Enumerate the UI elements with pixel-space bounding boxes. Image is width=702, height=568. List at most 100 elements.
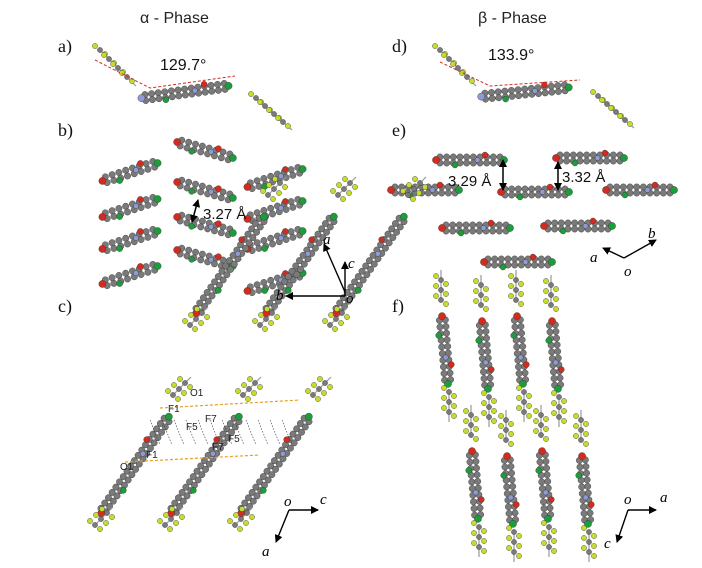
atom: [482, 359, 489, 366]
atom: [391, 220, 399, 227]
atom: [339, 310, 345, 316]
atom: [133, 270, 139, 276]
panel-d-label: d): [392, 36, 407, 56]
atom: [110, 176, 118, 184]
atom: [486, 374, 494, 382]
atom: [211, 152, 218, 160]
atom: [513, 312, 521, 320]
atom: [472, 489, 479, 496]
atom: [554, 82, 562, 89]
atom: [468, 447, 476, 455]
atom: [422, 184, 428, 190]
atom: [481, 390, 487, 396]
atom-label-f1-top: F1: [168, 404, 180, 415]
atom: [491, 398, 497, 404]
atom: [551, 390, 557, 396]
atom: [305, 388, 311, 394]
atom: [127, 462, 135, 470]
atom: [260, 212, 268, 221]
atom: [188, 188, 195, 195]
atom: [188, 148, 195, 155]
atom: [161, 88, 169, 96]
molecule: [237, 412, 313, 518]
atom: [115, 205, 123, 212]
atom: [613, 189, 621, 197]
atom: [182, 91, 189, 99]
atom: [463, 418, 469, 424]
atom: [613, 109, 619, 115]
atom: [268, 471, 276, 479]
atom: [153, 227, 162, 235]
molecule: [465, 447, 485, 523]
atom: [438, 343, 446, 351]
atom: [249, 514, 255, 520]
atom: [482, 328, 490, 335]
atom: [351, 278, 358, 286]
atom: [98, 213, 107, 221]
atom: [101, 499, 109, 507]
atom: [308, 236, 315, 243]
atom: [98, 245, 107, 253]
atom: [175, 92, 183, 100]
atom: [176, 386, 182, 392]
fluoroalkyl-chain: [92, 43, 137, 87]
atom: [463, 153, 471, 161]
atom: [465, 467, 472, 474]
atom: [449, 153, 457, 161]
atom: [267, 276, 275, 284]
atom: [501, 87, 509, 95]
atom: [173, 246, 181, 254]
atom: [252, 483, 260, 491]
atom: [257, 99, 263, 105]
atom: [197, 148, 205, 156]
atom: [541, 81, 548, 89]
atom: [142, 228, 150, 236]
atom: [198, 471, 206, 479]
atom: [476, 328, 484, 336]
atom: [98, 280, 107, 288]
atom: [217, 444, 224, 452]
atom: [98, 177, 107, 185]
molecule: [98, 226, 162, 254]
atom: [481, 151, 489, 159]
atom: [200, 81, 208, 88]
atom: [115, 237, 123, 244]
atom: [108, 171, 116, 179]
atom: [438, 224, 446, 232]
atom: [293, 425, 301, 433]
molecule: [432, 151, 508, 169]
atom: [230, 260, 238, 268]
atom: [183, 252, 191, 260]
atom: [282, 184, 288, 190]
atom: [153, 195, 162, 203]
atom: [538, 478, 546, 486]
atom: [214, 273, 222, 280]
atom: [108, 274, 116, 282]
atom: [483, 159, 491, 167]
atom: [229, 194, 237, 202]
atom: [576, 151, 584, 159]
fluoroalkyl-chain: [473, 275, 489, 312]
fluoroalkyl-chain: [516, 385, 532, 422]
atom: [211, 278, 218, 286]
atom: [322, 318, 328, 324]
atom: [551, 400, 557, 406]
atom: [516, 533, 522, 539]
atom: [256, 478, 263, 486]
panel-f-axis-o: o: [624, 492, 632, 508]
panel-e-axis-b: b: [648, 226, 656, 242]
atom: [315, 239, 323, 247]
atom: [278, 173, 284, 179]
atom: [471, 520, 477, 526]
atom: [551, 219, 559, 227]
atom: [498, 413, 504, 419]
atom: [511, 539, 517, 545]
panel-b-axis-o: o: [346, 291, 354, 307]
atom: [608, 105, 614, 111]
molecule: [535, 447, 555, 523]
atom: [542, 489, 549, 496]
atom: [137, 160, 144, 167]
atom: [167, 526, 173, 532]
atom: [451, 393, 457, 399]
atom: [262, 103, 268, 109]
